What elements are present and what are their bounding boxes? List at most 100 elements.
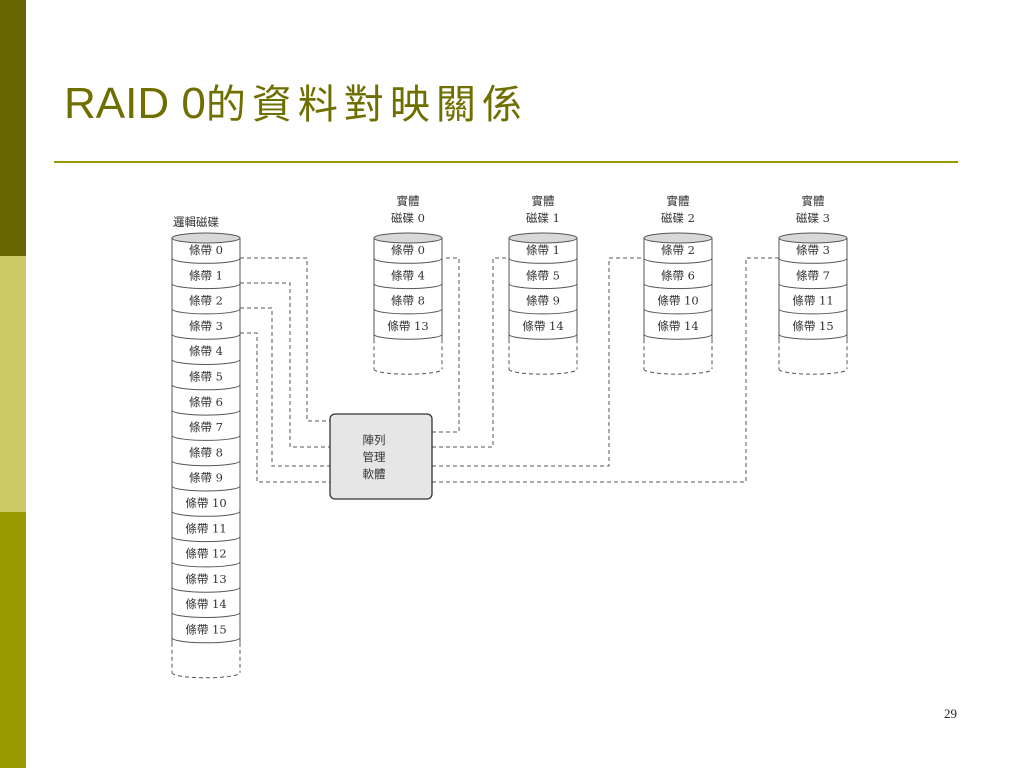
stripe-divider	[171, 460, 241, 467]
disk-top-cap	[373, 232, 443, 244]
physical-disk-label-line1: 實體	[802, 194, 825, 208]
physical-disk-1: 條帶 1 條帶 5 條帶 9 條帶 14	[508, 232, 578, 375]
stripe-label: 條帶 10	[657, 294, 698, 308]
slide-title-cjk: 的資料對映關係	[205, 82, 528, 128]
physical-disk-2: 條帶 2 條帶 6 條帶 10 條帶 14	[643, 232, 713, 375]
disk-bottom-arc	[171, 672, 241, 679]
sidebar-decoration	[0, 0, 26, 768]
logical-disk: 條帶 0 條帶 1 條帶 2 條帶 3 條帶 4 條帶 5 條帶 6 條帶 7 條帶 8 條帶 9…	[171, 232, 241, 679]
stripe-label: 條帶 3	[796, 243, 830, 257]
page-number: 29	[944, 706, 957, 721]
stripe-divider	[373, 283, 443, 290]
disk-top-cap	[778, 232, 848, 244]
stripe-label: 條帶 5	[526, 268, 560, 282]
stripe-divider	[373, 258, 443, 264]
disk-bottom-arc	[508, 368, 578, 375]
stripe-label: 條帶 8	[189, 445, 223, 459]
physical-disk-label-line2: 磁碟 1	[526, 211, 560, 225]
software-box-label: 軟體	[363, 467, 386, 481]
physical-disk-label-line2: 磁碟 3	[796, 211, 830, 225]
stripe-divider	[171, 384, 241, 391]
stripe-divider	[508, 258, 578, 264]
stripe-divider	[171, 333, 241, 340]
stripe-label: 條帶 8	[391, 294, 425, 308]
connector-line-0	[240, 257, 330, 422]
physical-disk-label-line1: 實體	[397, 194, 420, 208]
stripe-divider	[171, 511, 241, 517]
stripe-label: 條帶 4	[189, 344, 223, 358]
stripe-divider	[171, 308, 241, 315]
stripe-divider	[171, 435, 241, 441]
stripe-divider	[778, 258, 848, 264]
stripe-label: 條帶 2	[661, 243, 695, 257]
disk-bottom-arc	[778, 368, 848, 375]
disk-top-cap	[643, 232, 713, 244]
disk-top-cap	[171, 232, 241, 244]
stripe-divider	[171, 359, 241, 365]
physical-disk-label-line2: 磁碟 0	[391, 211, 425, 225]
stripe-divider	[171, 637, 241, 644]
stripe-label: 條帶 9	[526, 294, 560, 308]
stripe-divider	[508, 283, 578, 290]
disk-bottom-arc	[643, 368, 713, 375]
slide-title-latin: RAID 0	[64, 79, 206, 128]
stripe-divider	[171, 586, 241, 593]
stripe-divider	[373, 333, 443, 340]
stripe-divider	[171, 485, 241, 492]
stripe-label: 條帶 1	[526, 243, 560, 257]
stripe-label: 條帶 7	[189, 420, 223, 434]
stripe-label: 條帶 6	[189, 395, 223, 409]
title-underline	[54, 161, 958, 163]
stripe-label: 條帶 2	[189, 294, 223, 308]
stripe-divider	[643, 258, 713, 264]
connector-line-5	[432, 257, 509, 448]
stripe-label: 條帶 13	[387, 319, 428, 333]
software-box-shape	[329, 413, 433, 500]
stripe-label: 條帶 0	[391, 243, 425, 257]
physical-disk-label-line2: 磁碟 2	[661, 211, 695, 225]
sidebar-segment-top	[0, 0, 26, 256]
stripe-label: 條帶 15	[185, 623, 226, 637]
stripe-divider	[508, 333, 578, 340]
connector-lines	[240, 257, 779, 483]
stripe-label: 條帶 4	[391, 268, 425, 282]
stripe-label: 條帶 14	[522, 319, 563, 333]
stripe-label: 條帶 3	[189, 319, 223, 333]
stripe-divider	[171, 561, 241, 568]
stripe-divider	[643, 333, 713, 340]
stripe-divider	[171, 612, 241, 618]
stripe-divider	[171, 258, 241, 264]
stripe-label: 條帶 10	[185, 496, 226, 510]
stripe-divider	[508, 308, 578, 315]
stripe-divider	[171, 283, 241, 290]
stripe-divider	[778, 333, 848, 340]
stripe-divider	[643, 308, 713, 315]
stripe-label: 條帶 0	[189, 243, 223, 257]
connector-line-2	[240, 307, 330, 467]
stripe-label: 條帶 11	[792, 294, 833, 308]
stripe-label: 條帶 5	[189, 370, 223, 384]
connector-line-1	[240, 282, 330, 448]
stripe-divider	[373, 308, 443, 315]
software-box-label: 陣列	[363, 433, 386, 447]
physical-disk-0: 條帶 0 條帶 4 條帶 8 條帶 13	[373, 232, 443, 375]
sidebar-segment-bottom	[0, 512, 26, 768]
stripe-label: 條帶 7	[796, 268, 830, 282]
stripe-label: 條帶 1	[189, 268, 223, 282]
stripe-divider	[171, 409, 241, 416]
stripe-label: 條帶 13	[185, 572, 226, 586]
stripe-divider	[778, 308, 848, 315]
stripe-label: 條帶 14	[657, 319, 698, 333]
stripe-divider	[643, 283, 713, 290]
stripe-label: 條帶 9	[189, 471, 223, 485]
stripe-label: 條帶 6	[661, 268, 695, 282]
connector-line-3	[240, 332, 330, 483]
stripe-label: 條帶 11	[185, 521, 226, 535]
software-box-label: 管理	[363, 450, 386, 464]
sidebar-segment-middle	[0, 256, 26, 512]
disk-top-cap	[508, 232, 578, 244]
